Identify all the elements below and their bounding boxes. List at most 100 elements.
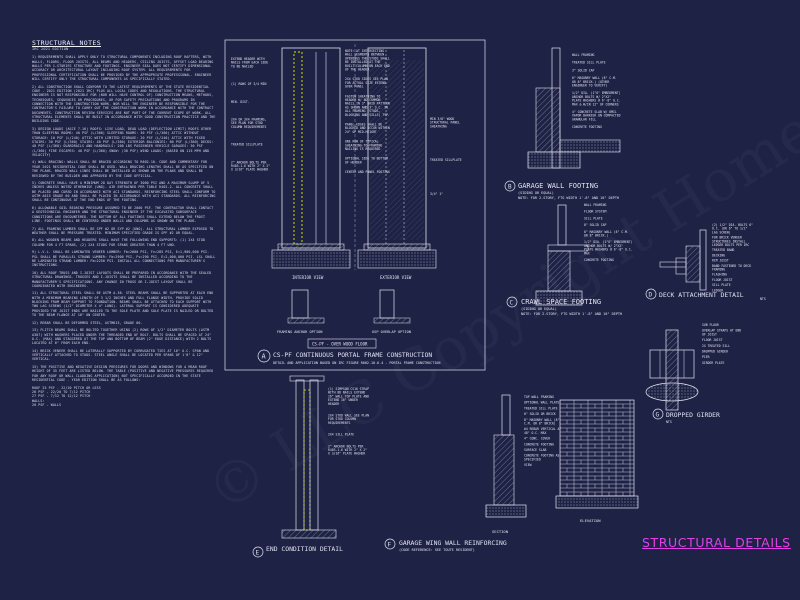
- overlap-sketch: [379, 289, 395, 319]
- c-notes-callout: 8" SOLID CAP: [584, 223, 606, 227]
- b-notes-callout: CONCRETE FOOTING: [572, 125, 602, 129]
- detail-g-scale: NTS: [666, 420, 672, 424]
- detail-c-note: NOTE: FOR 2-STORY, FTG WIDTH 1'-8" AND 1…: [521, 312, 622, 316]
- note-paragraph: 15) THE POSITIVE AND NEGATIVE DESIGN PRE…: [32, 364, 216, 382]
- detail-g-title: DROPPED GIRDER: [666, 411, 720, 419]
- over-wood-floor-label: CS-PF - OVER WOOD FLOOR: [312, 342, 368, 347]
- interior-wall-frame: [281, 47, 341, 249]
- note-paragraph: 14) BRICK VENEER SHALL BE LATERALLY SUPP…: [32, 348, 212, 362]
- f-notes-callout: TOP WALL FRAMING: [524, 395, 554, 399]
- g-notes-callout: SUB FLOOR: [702, 323, 719, 327]
- detail-c-crawl-footing: C CRAWL SPACE FOOTING (SIDING OR EQUAL) …: [506, 204, 622, 316]
- note-paragraph: 9) L.V.L. SHALL BE LAMINATED VENEER LUMB…: [32, 250, 218, 268]
- detail-a-title: CS-PF CONTINUOUS PORTAL FRAME CONSTRUCTI…: [273, 352, 432, 359]
- note-paragraph: 13) FLITCH BEAMS SHALL BE BOLTED TOGETHE…: [32, 328, 214, 346]
- d-notes-callout: FLASHING: [712, 273, 727, 277]
- g-notes-callout: FLOOR JOIST: [702, 338, 723, 342]
- f-notes-callout: 8" SOLID OR BRICK: [524, 412, 556, 416]
- framing-anchor-sketch: [291, 289, 309, 319]
- overlap-label: USP OVERLAP OPTION: [372, 330, 411, 334]
- framing-anchor-label: FRAMING ANCHOR OPTION: [277, 330, 322, 334]
- detail-e-number: E: [256, 550, 260, 557]
- detail-f-subtitle: (CODE REFERENCE: SEE TOUTE RESIDENT): [399, 548, 475, 552]
- detail-b-garage-footing: B GARAGE WALL FOOTING (SIDING OR EQUAL) …: [504, 47, 621, 200]
- detail-f-wing-wall: SECTION ELEVATION F GARAGE WING WALL REI…: [384, 394, 639, 552]
- notes-title: STRUCTURAL NOTES: [32, 39, 102, 47]
- c-notes-callout: SILL PLATE: [584, 216, 603, 220]
- a-notes_right-callout: TREATED SILLPLATE: [430, 158, 462, 162]
- d-notes-callout: TREATED BAND: [712, 248, 734, 252]
- e-notes-callout: 2X4 SILL PLATE: [328, 433, 354, 437]
- b-notes-callout: WALL FRAMING: [572, 53, 594, 57]
- f-notes-callout: SURFACE SLAB: [524, 448, 546, 452]
- f-notes-callout: 4" CONC. COVER: [524, 437, 550, 441]
- wing-wall-elevation: [559, 399, 635, 497]
- note-paragraph: 1) REQUIREMENTS SHALL APPLY ONLY TO STRU…: [32, 55, 216, 82]
- b-notes-callout: 8" MASONRY WALL (8" C.M.OR 8" BRICK.) (O…: [572, 76, 617, 87]
- d-notes-callout: FLOOR JOIST: [712, 278, 733, 282]
- section-label: SECTION: [492, 529, 509, 534]
- d-notes-callout: DECKING: [712, 253, 725, 257]
- b-notes-callout: 3" SOLID CAP: [572, 68, 594, 72]
- f-notes-callout: VIEW: [524, 463, 532, 467]
- detail-g-dropped-girder: G DROPPED GIRDER NTS: [645, 329, 720, 424]
- note-paragraph: 4) WALL BRACING: WALLS SHALL BE BRACED A…: [32, 160, 216, 178]
- detail-e-end-condition: E END CONDITION DETAIL: [252, 375, 343, 558]
- detail-b-title: GARAGE WALL FOOTING: [518, 182, 598, 190]
- detail-b-number: B: [508, 184, 512, 191]
- note-paragraph: 10) ALL ROOF TRUSS AND I-JOIST LAYOUTS S…: [32, 270, 214, 288]
- detail-d-scale: NTS: [760, 297, 766, 301]
- d-notes-callout: RIM JOIST: [712, 259, 729, 263]
- note-paragraph: 11) ALL STRUCTURAL STEEL SHALL BE ASTM A…: [32, 291, 216, 318]
- detail-e-title: END CONDITION DETAIL: [266, 545, 343, 553]
- a-notes_left-callout: TREATED SILLPLATE: [231, 143, 263, 147]
- c-notes-callout: 1/2" DIA. (1"O" EMBEDMENT)ANCHOR BOLTS W…: [584, 240, 633, 255]
- detail-b-note: NOTE: FOR 2-STORY, FTG WIDTH 1'-8" AND 1…: [518, 196, 619, 200]
- elevation-label: ELEVATION: [580, 518, 601, 523]
- sheet-label[interactable]: STRUCTURAL DETAILS: [642, 535, 791, 550]
- interior-view-label: INTERIOR VIEW: [292, 275, 324, 280]
- a-notes_left-callout: (1) ROWS OF 3/4 MIN: [231, 82, 267, 86]
- detail-b-subtitle: (SIDING OR EQUAL): [518, 191, 554, 195]
- g-notes-callout: GIRDER PLATE: [702, 361, 724, 365]
- header-nailing-strip: [293, 51, 303, 245]
- f-notes-callout: CONCRETE FOOTING: [524, 442, 554, 446]
- detail-a-number: A: [262, 353, 267, 361]
- a-notes_left-callout: MIN. DIST.: [231, 100, 250, 104]
- c-notes-callout: FLOOR SYSTEM: [584, 210, 606, 214]
- a-notes_mid-callout: CENTER AND PANEL FOOTING: [345, 170, 390, 174]
- detail-g-number: G: [656, 412, 660, 419]
- note-paragraph: 8) ALL WOODEN BEAMS AND HEADERS SHALL HA…: [32, 238, 208, 247]
- end-condition-strap: [303, 389, 311, 531]
- detail-c-title: CRAWL SPACE FOOTING: [521, 298, 601, 306]
- detail-d-deck-attachment: D DECK ATTACHMENT DETAIL NTS: [645, 229, 766, 301]
- c-notes-callout: CONCRETE FOOTING: [584, 258, 614, 262]
- f-notes-callout: OPTIONAL WALL PLATE: [524, 401, 560, 405]
- g-notes-callout: 2X TREATED SILL: [702, 344, 730, 348]
- note-paragraph: ROOF 25 PSF - 22/20 PITCH OR LESS 26 PSF…: [32, 385, 101, 407]
- notes-body: 1) REQUIREMENTS SHALL APPLY ONLY TO STRU…: [32, 55, 217, 407]
- b-notes-callout: TREATED SILL PLATE: [572, 61, 606, 65]
- note-paragraph: 12) REBAR SHALL BE DEFORMED STEEL, ASTM6…: [32, 320, 143, 325]
- d-notes-callout: SILL PLATE: [712, 283, 731, 287]
- detail-f-title: GARAGE WING WALL REINFORCING: [399, 539, 507, 547]
- d-notes-callout: LEDGER: [712, 288, 723, 292]
- note-paragraph: 5) CONCRETE SHALL HAVE A MINIMUM 28 DAY …: [32, 181, 218, 203]
